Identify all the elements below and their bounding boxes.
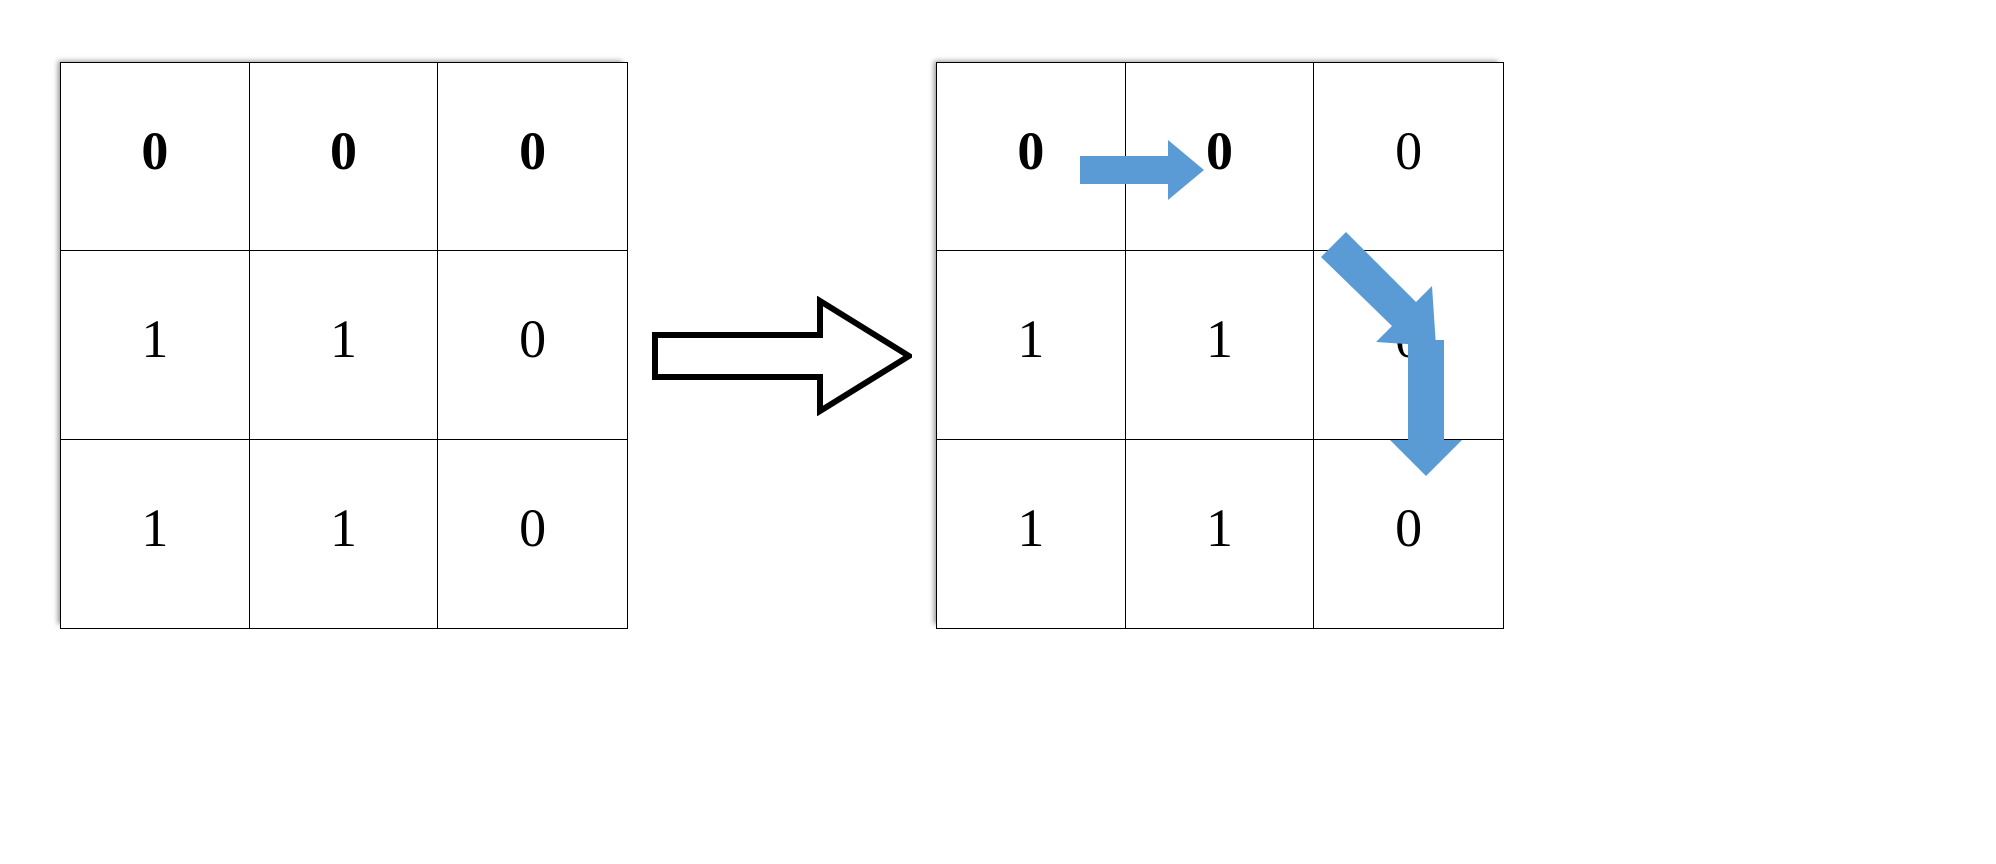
input-cell-r1c1: 0 bbox=[61, 63, 250, 252]
cell-value: 1 bbox=[141, 308, 169, 369]
input-cell-r2c3: 0 bbox=[438, 251, 627, 440]
cell-value: 0 bbox=[1017, 120, 1045, 181]
output-cell-r3c1: 1 bbox=[937, 439, 1126, 628]
cell-value: 0 bbox=[1395, 497, 1423, 558]
input-cell-r2c1: 1 bbox=[61, 251, 250, 440]
cell-value: 1 bbox=[141, 497, 169, 558]
cell-value: 0 bbox=[1395, 120, 1423, 181]
cell-value: 0 bbox=[329, 120, 357, 181]
cell-value: 0 bbox=[519, 497, 547, 558]
output-cell-r1c1: 0 bbox=[937, 63, 1126, 252]
output-cell-r2c3: 0 bbox=[1314, 251, 1503, 440]
input-grid: 0 0 0 1 1 0 1 1 0 bbox=[60, 62, 628, 629]
cell-value: 0 bbox=[141, 120, 169, 181]
cell-value: 1 bbox=[329, 497, 357, 558]
output-cell-r1c2: 0 bbox=[1125, 63, 1315, 252]
input-cell-r3c3: 0 bbox=[438, 440, 627, 628]
input-cell-r1c3: 0 bbox=[438, 63, 627, 252]
output-grid: 0 0 0 1 1 0 1 1 0 bbox=[936, 62, 1504, 629]
cell-value: 1 bbox=[1017, 308, 1045, 369]
cell-value: 0 bbox=[1395, 308, 1423, 369]
output-cell-r3c3: 0 bbox=[1314, 440, 1503, 628]
input-cell-r3c1: 1 bbox=[61, 439, 250, 628]
cell-value: 0 bbox=[519, 120, 547, 181]
transform-arrow-icon bbox=[652, 295, 915, 417]
cell-value: 1 bbox=[1205, 308, 1233, 369]
cell-value: 0 bbox=[519, 308, 547, 369]
cell-value: 1 bbox=[1017, 497, 1045, 558]
cell-value: 1 bbox=[329, 308, 357, 369]
output-cell-r1c3: 0 bbox=[1314, 63, 1503, 252]
input-cell-r2c2: 1 bbox=[249, 251, 439, 440]
input-cell-r3c2: 1 bbox=[250, 439, 439, 628]
cell-value: 0 bbox=[1205, 120, 1233, 181]
output-cell-r2c2: 1 bbox=[1125, 251, 1315, 440]
cell-value: 1 bbox=[1205, 497, 1233, 558]
input-cell-r1c2: 0 bbox=[249, 63, 439, 252]
output-cell-r3c2: 1 bbox=[1126, 439, 1315, 628]
output-cell-r2c1: 1 bbox=[937, 251, 1126, 440]
